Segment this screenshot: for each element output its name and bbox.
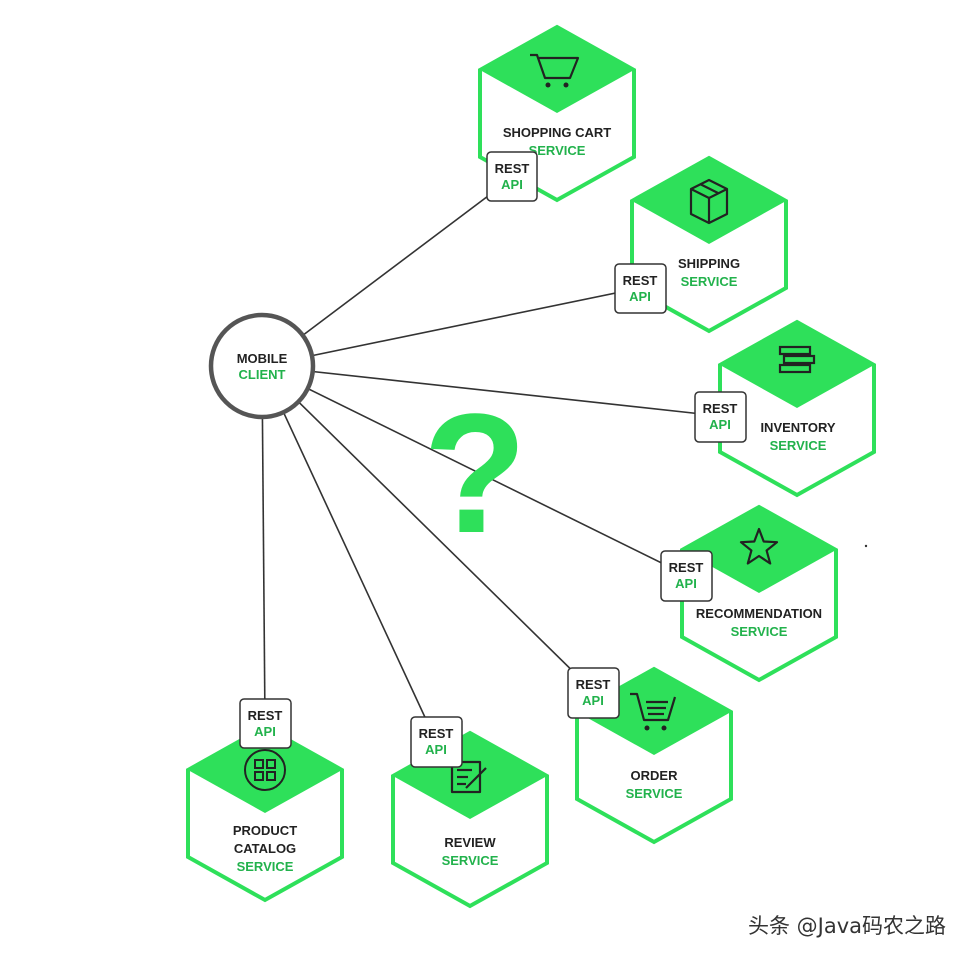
connection-lines	[261, 177, 721, 742]
question-mark: ?	[423, 379, 527, 569]
line-to-product-catalog	[261, 365, 266, 724]
rest-label: REST	[419, 726, 454, 741]
rest-api-box-order[interactable]: REST API	[567, 667, 620, 719]
service-name: RECOMMENDATION	[696, 606, 822, 621]
mobile-client-node[interactable]: MOBILE CLIENT	[208, 312, 316, 420]
api-label: API	[582, 693, 604, 708]
rest-api-box-shopping-cart[interactable]: REST API	[486, 151, 538, 202]
service-subtitle: SERVICE	[681, 274, 738, 289]
hexagon-top-face	[188, 727, 342, 813]
stray-dot	[864, 544, 868, 548]
hexagon-top-face	[682, 507, 836, 593]
watermark: 头条 @Java码农之路	[748, 914, 946, 938]
rest-api-box-review[interactable]: REST API	[410, 716, 463, 768]
service-name: SHIPPING	[678, 256, 740, 271]
service-subtitle: SERVICE	[442, 853, 499, 868]
rest-label: REST	[248, 708, 283, 723]
rest-label: REST	[669, 560, 704, 575]
api-label: API	[254, 724, 276, 739]
client-label: MOBILE	[237, 351, 288, 366]
line-to-inventory	[261, 365, 721, 417]
line-to-review	[261, 365, 437, 742]
api-label: API	[501, 177, 523, 192]
service-name-line-2: CATALOG	[234, 841, 296, 856]
service-subtitle: SERVICE	[770, 438, 827, 453]
shipping-service[interactable]: SHIPPING SERVICE	[630, 155, 788, 334]
rest-api-box-shipping[interactable]: REST API	[614, 263, 667, 314]
hexagon-top-face	[480, 27, 634, 113]
cart-list-icon	[630, 692, 677, 731]
service-name: INVENTORY	[760, 420, 835, 435]
shopping-cart-icon	[530, 53, 580, 88]
rest-api-box-recommendation[interactable]: REST API	[660, 550, 713, 602]
service-name-line-1: PRODUCT	[233, 823, 297, 838]
product-catalog-service[interactable]: PRODUCT CATALOG SERVICE	[186, 724, 344, 903]
catalog-grid-icon	[244, 749, 286, 791]
service-name: REVIEW	[444, 835, 496, 850]
review-edit-icon	[450, 760, 487, 794]
rest-label: REST	[623, 273, 658, 288]
api-label: API	[629, 289, 651, 304]
api-label: API	[425, 742, 447, 757]
service-subtitle: SERVICE	[237, 859, 294, 874]
service-subtitle: SERVICE	[529, 143, 586, 158]
package-box-icon	[689, 178, 729, 225]
rest-label: REST	[495, 161, 530, 176]
rest-label: REST	[703, 401, 738, 416]
service-name: SHOPPING CART	[503, 125, 611, 140]
api-label: API	[709, 417, 731, 432]
stack-icon	[778, 345, 816, 374]
service-name: ORDER	[631, 768, 679, 783]
service-subtitle: SERVICE	[626, 786, 683, 801]
star-icon	[739, 527, 779, 565]
api-label: API	[675, 576, 697, 591]
client-sublabel: CLIENT	[239, 367, 286, 382]
client-circle	[208, 312, 316, 420]
rest-api-box-inventory[interactable]: REST API	[694, 391, 747, 443]
rest-api-box-product-catalog[interactable]: REST API	[239, 698, 292, 749]
rest-label: REST	[576, 677, 611, 692]
inventory-service[interactable]: INVENTORY SERVICE	[718, 319, 876, 498]
service-subtitle: SERVICE	[731, 624, 788, 639]
line-to-order	[261, 365, 595, 693]
line-to-shipping	[261, 287, 641, 367]
recommendation-service[interactable]: RECOMMENDATION SERVICE	[680, 504, 838, 683]
line-to-recommendation	[261, 365, 687, 576]
